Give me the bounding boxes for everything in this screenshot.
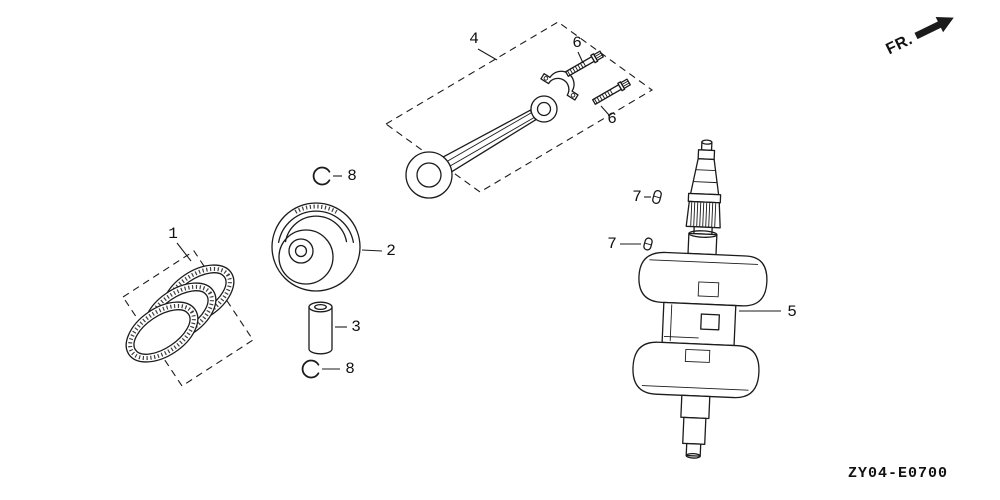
part-label-8b: 8 <box>345 360 355 378</box>
piston-skirt-inner <box>278 229 334 285</box>
crankshaft <box>632 139 768 459</box>
dowel-pin-top <box>652 189 662 205</box>
crank-web-slot <box>684 348 711 363</box>
piston-pin-clip-bottom <box>301 359 320 379</box>
crank-taper-lines <box>692 169 718 184</box>
part-label-5: 5 <box>787 303 797 321</box>
rod-big-end <box>405 151 453 199</box>
crank-lower-shaft <box>682 416 707 445</box>
crank-web-recess <box>697 281 720 298</box>
rod-bolt-2 <box>592 78 631 105</box>
rod-shaft-ridges <box>445 112 535 168</box>
part-label-4: 4 <box>469 30 479 48</box>
crank-pin-window <box>700 313 721 331</box>
piston-ring-1 <box>125 301 199 363</box>
connecting-rod-assembly <box>384 21 654 199</box>
part-label-2: 2 <box>386 242 396 260</box>
bolt-threads <box>593 89 614 104</box>
crank-pin-block <box>661 301 737 347</box>
crank-bottom-tip <box>685 442 702 457</box>
rod-shaft <box>442 109 537 173</box>
piston-pin <box>308 301 333 355</box>
piston-ring-groove-2 <box>284 215 348 243</box>
part-label-8a: 8 <box>347 167 357 185</box>
rod-bearing-cap <box>540 70 579 101</box>
leader-6b <box>600 105 610 116</box>
piston-ring-set <box>122 250 254 387</box>
rod-bolt-1 <box>565 50 604 77</box>
piston-pin-hole <box>294 244 308 258</box>
cap-bolt-hole-left <box>543 76 549 81</box>
fr-direction-arrow-icon <box>914 16 954 40</box>
leader-4 <box>477 48 498 61</box>
piston-pin-boss <box>288 238 314 264</box>
dowel-pin-bottom <box>643 237 653 251</box>
bolt-shaft <box>592 84 622 105</box>
crank-lower-journal <box>680 394 711 420</box>
part-label-1: 1 <box>168 225 178 243</box>
part-number-labels: 1 2 3 4 5 6 6 7 7 8 8 <box>168 30 797 378</box>
piston <box>271 202 361 292</box>
leader-1 <box>176 242 192 262</box>
bolt-shaft <box>565 56 595 77</box>
piston-ring-groove-1 <box>277 210 355 244</box>
crank-upper-counterweight <box>638 251 768 307</box>
part-label-3: 3 <box>351 318 361 336</box>
piston-pin-bore <box>314 303 327 311</box>
rod-small-end-bore <box>536 101 552 117</box>
part-label-7b: 7 <box>607 235 617 253</box>
rod-small-end <box>530 95 558 123</box>
crank-spline-teeth <box>690 202 717 228</box>
part-label-6a: 6 <box>572 34 582 52</box>
rod-big-end-bore <box>416 162 442 188</box>
leader-lines <box>176 48 781 370</box>
leader-2 <box>361 249 383 252</box>
fr-label: FR. <box>883 31 915 58</box>
crank-taper <box>689 158 720 196</box>
piston-pin-clip-top <box>312 166 331 186</box>
crank-lower-counterweight <box>632 341 760 399</box>
bolt-threads <box>566 61 587 76</box>
diagram-code: ZY04-E0700 <box>848 465 948 482</box>
part-label-7a: 7 <box>632 188 642 206</box>
crank-tip-collar <box>697 149 716 161</box>
part-label-6b: 6 <box>607 110 617 128</box>
cap-bolt-hole-right <box>570 93 576 98</box>
piston-crown-hatch <box>294 204 338 214</box>
leader-6a <box>577 51 584 64</box>
fr-direction-marker: FR. <box>883 16 954 58</box>
